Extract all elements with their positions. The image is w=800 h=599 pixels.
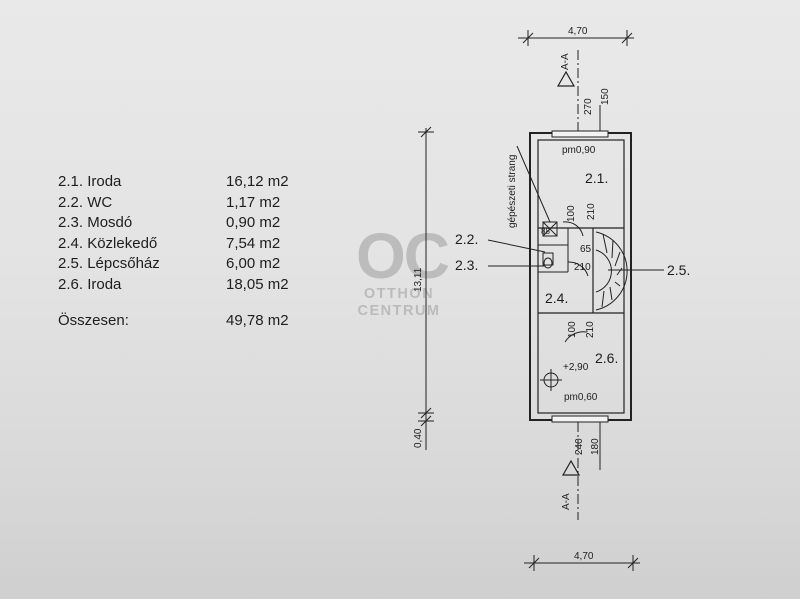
stair-step	[602, 233, 608, 254]
dim-210-b: 210	[574, 262, 591, 273]
room-label-2-4: 2.4.	[545, 290, 569, 306]
dim-slash	[621, 32, 633, 44]
shaft-cross	[542, 221, 558, 237]
dim-100-a: 100	[566, 205, 577, 222]
room-label-2-6: 2.6.	[595, 350, 619, 366]
top-dim-270: 270	[583, 98, 594, 115]
room-id: 2.5.	[58, 255, 84, 272]
watermark-line-2: CENTRUM	[357, 303, 441, 319]
room-name: Lépcsőház	[87, 255, 160, 272]
room-id: 2.6.	[58, 275, 84, 293]
section-triangle-bottom	[561, 459, 581, 476]
dim-slash	[420, 407, 432, 419]
dim-210-a: 210	[586, 203, 597, 220]
stair-step	[614, 251, 621, 267]
section-label-top: A-A	[560, 53, 571, 70]
watermark-logo: OC	[356, 220, 450, 292]
callout-2-3: 2.3.	[455, 257, 479, 273]
legend-row-2-6: 2.6. Iroda 18,05 m2	[58, 275, 318, 296]
section-label-bottom: A-A	[561, 493, 572, 510]
room-id: 2.3.	[58, 214, 84, 231]
level-top: pm0,90	[562, 145, 596, 156]
stair-step	[601, 290, 605, 308]
door-swing	[564, 331, 588, 343]
window-bottom	[551, 415, 609, 423]
room-area: 18,05 m2	[226, 275, 289, 293]
dim-slash	[420, 126, 432, 138]
dim-100-b: 100	[567, 321, 578, 338]
level-bottom: pm0,60	[564, 392, 598, 403]
small-88: 88	[541, 227, 550, 236]
dim-210-c: 210	[585, 321, 596, 338]
room-area: 1,17 m2	[226, 193, 281, 211]
room-name: Közlekedő	[87, 234, 158, 252]
window-top	[551, 130, 609, 138]
offset-label: 0,40	[413, 428, 424, 448]
callout-leader-2-2	[487, 239, 546, 253]
room-name: Iroda	[87, 173, 122, 190]
shaft-label: gépészeti strang	[507, 154, 518, 228]
room-area: 16,12 m2	[226, 173, 289, 190]
room-id: 2.1.	[58, 173, 84, 190]
dim-slash	[627, 557, 639, 569]
legend-total-row: Összesen: 49,78 m2	[58, 311, 318, 332]
room-label-2-1: 2.1.	[585, 170, 609, 186]
dim-slash	[420, 415, 432, 427]
shaft-leader	[516, 145, 551, 223]
legend-row-2-2: 2.2. WC 1,17 m2	[58, 193, 318, 214]
otthon-centrum-watermark: OC OTTHON CENTRUM	[356, 220, 450, 320]
legend-row-2-5: 2.5. Lépcsőház 6,00 m2	[58, 254, 318, 275]
legend-row-2-3: 2.3. Mosdó 0,90 m2	[58, 213, 318, 234]
section-triangle-top	[556, 70, 576, 87]
total-label: Összesen:	[58, 312, 129, 329]
top-dim-150: 150	[600, 88, 611, 105]
bottom-width-label: 4,70	[574, 551, 594, 562]
room-area: 0,90 m2	[226, 214, 281, 231]
legend-row-2-4: 2.4. Közlekedő 7,54 m2	[58, 234, 318, 255]
stair-step	[614, 281, 621, 287]
room-name: WC	[87, 193, 113, 211]
bottom-dim-180: 180	[590, 438, 601, 455]
room-id: 2.2.	[58, 193, 84, 211]
room-area: 6,00 m2	[226, 255, 281, 272]
door-swing	[567, 261, 589, 277]
stair-step	[611, 239, 614, 259]
sink-fixture	[543, 257, 553, 269]
total-area: 49,78 m2	[226, 312, 289, 329]
spiral-stair-inner	[595, 249, 612, 293]
dim-slash	[528, 557, 540, 569]
stair-step	[609, 286, 613, 301]
callout-2-5: 2.5.	[667, 262, 691, 278]
room-id: 2.4.	[58, 234, 84, 252]
bottom-dim-240: 240	[574, 438, 585, 455]
dim-65: 65	[580, 244, 592, 255]
room-name: Mosdó	[87, 214, 133, 231]
wc-fixture	[542, 252, 554, 266]
door-swing	[562, 221, 584, 237]
level-mid: +2,90	[563, 362, 589, 373]
room-name: Iroda	[87, 275, 122, 293]
watermark-line-1: OTTHON	[363, 286, 435, 302]
top-width-label: 4,70	[568, 26, 588, 37]
room-area: 7,54 m2	[226, 234, 281, 252]
legend-row-2-1: 2.1. Iroda 16,12 m2	[58, 172, 318, 193]
stair-step	[616, 267, 623, 276]
inner-wall	[537, 139, 625, 414]
spiral-stair-outer	[595, 231, 628, 311]
callout-2-2: 2.2.	[455, 231, 479, 247]
dim-slash	[522, 32, 534, 44]
area-legend: 2.1. Iroda 16,12 m2 2.2. WC 1,17 m2 2.3.…	[58, 172, 318, 332]
length-label: 13,11	[413, 267, 424, 292]
